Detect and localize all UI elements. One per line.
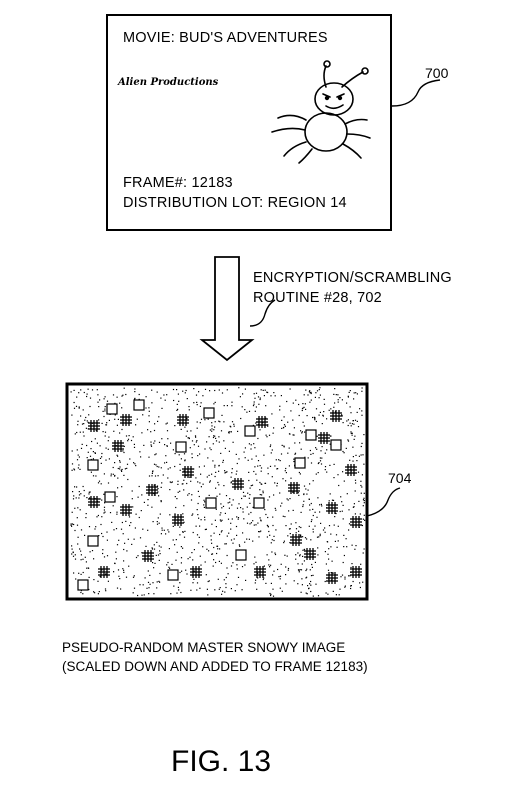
snow-hash-mark (112, 440, 124, 452)
snow-hash-mark (120, 504, 132, 516)
snow-square-mark (235, 549, 247, 561)
snow-square-mark (133, 399, 145, 411)
snow-square-mark (294, 457, 306, 469)
movie-title: MOVIE: BUD'S ADVENTURES (123, 30, 328, 46)
snow-hash-mark (304, 548, 316, 560)
studio-logo-text: Alien Productions (118, 77, 219, 88)
snow-square-mark (244, 425, 256, 437)
snow-hash-mark (120, 414, 132, 426)
snow-marks (77, 399, 362, 591)
distribution-lot: DISTRIBUTION LOT: REGION 14 (123, 195, 347, 211)
snow-hash-mark (88, 496, 100, 508)
snow-square-mark (104, 491, 116, 503)
snow-hash-mark (326, 502, 338, 514)
snowy-ref-number: 704 (388, 470, 412, 486)
caption-line1: PSEUDO-RANDOM MASTER SNOWY IMAGE (62, 640, 346, 655)
snow-hash-mark (232, 478, 244, 490)
snow-hash-mark (88, 420, 100, 432)
routine-label-line2: ROUTINE #28, 702 (253, 290, 382, 306)
movie-frame-card (106, 14, 392, 231)
snow-hash-mark (345, 464, 357, 476)
snow-square-mark (87, 535, 99, 547)
snow-square-mark (87, 459, 99, 471)
snow-square-mark (106, 403, 118, 415)
snow-hash-mark (182, 466, 194, 478)
frame-number: FRAME#: 12183 (123, 175, 233, 191)
snow-hash-mark (290, 534, 302, 546)
frame-ref-leader (391, 79, 441, 107)
snow-hash-mark (288, 482, 300, 494)
snow-square-mark (175, 441, 187, 453)
down-arrow-icon (199, 256, 255, 362)
snow-hash-mark (254, 566, 266, 578)
snow-hash-mark (190, 566, 202, 578)
snow-hash-mark (172, 514, 184, 526)
snow-square-mark (203, 407, 215, 419)
snow-square-mark (305, 429, 317, 441)
snow-hash-mark (256, 416, 268, 428)
snow-hash-mark (318, 432, 330, 444)
alien-character-icon (271, 60, 371, 164)
snowy-ref-leader (366, 487, 401, 517)
snow-hash-mark (142, 550, 154, 562)
snow-hash-mark (146, 484, 158, 496)
snow-square-mark (77, 579, 89, 591)
snow-hash-mark (98, 566, 110, 578)
routine-leader (249, 299, 276, 327)
routine-label-line1: ENCRYPTION/SCRAMBLING (253, 270, 452, 286)
snowy-image-box (65, 382, 369, 601)
snow-square-mark (205, 497, 217, 509)
snow-square-mark (330, 439, 342, 451)
snow-hash-mark (350, 566, 362, 578)
figure-label: FIG. 13 (171, 745, 272, 778)
snow-square-mark (253, 497, 265, 509)
snow-hash-mark (177, 414, 189, 426)
snow-hash-mark (326, 572, 338, 584)
frame-ref-number: 700 (425, 65, 449, 81)
snow-hash-mark (330, 410, 342, 422)
caption-line2: (SCALED DOWN AND ADDED TO FRAME 12183) (62, 659, 368, 674)
snow-square-mark (167, 569, 179, 581)
snow-hash-mark (350, 516, 362, 528)
